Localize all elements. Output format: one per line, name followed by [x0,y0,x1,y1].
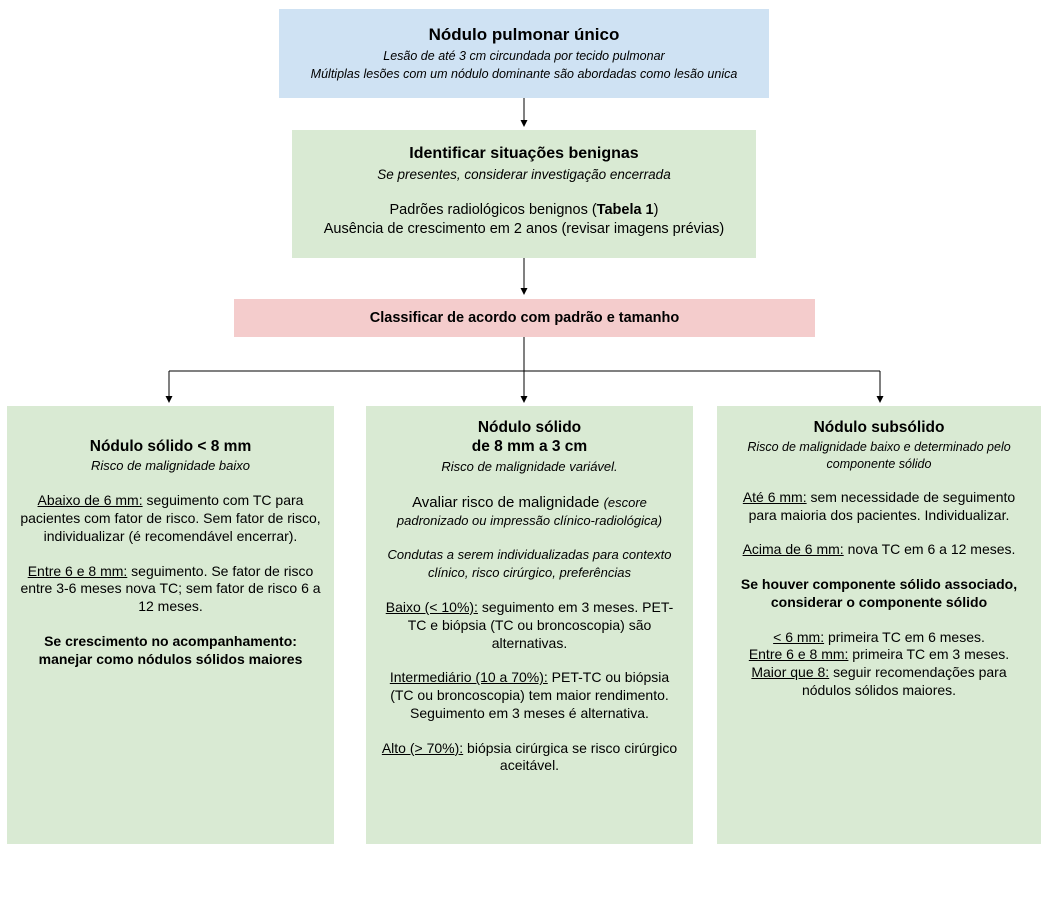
paragraph: Se crescimento no acompanhamento: maneja… [19,633,322,669]
text-segment: Entre 6 e 8 mm: [27,562,128,579]
paragraph: Entre 6 e 8 mm: seguimento. Se fator de … [19,563,322,616]
branch-title: Nódulo sólido [477,419,582,436]
text-segment: Maior que 8: [751,664,830,681]
paragraph: Maior que 8: seguir recomendações para n… [729,664,1029,700]
text-segment: Padrões radiológicos benignos ( [389,202,597,219]
text-segment: seguir recomendações para nódulos sólido… [801,664,1007,698]
paragraph: Padrões radiológicos benignos (Tabela 1) [292,201,756,220]
text-segment: < 6 mm: [773,628,825,645]
text-segment: Até 6 mm: [742,488,807,505]
paragraph: Alto (> 70%): biópsia cirúrgica se risco… [378,740,681,776]
paragraph: Até 6 mm: sem necessidade de seguimento … [729,489,1029,525]
text-segment: Condutas a serem individualizadas para c… [387,547,672,581]
node-subtitle-line1: Lesão de até 3 cm circundada por tecido … [383,49,665,64]
text-segment: seguimento com TC para pacientes com fat… [20,492,321,544]
text-segment: Alto (> 70%): [381,739,464,756]
text-segment: primeira TC em 3 meses. [848,646,1010,663]
text-segment: PET-TC ou biópsia (TC ou broncoscopia) t… [390,669,670,721]
branch-body: Até 6 mm: sem necessidade de seguimento … [729,489,1029,700]
text-segment: Se crescimento no acompanhamento: maneja… [38,632,303,667]
paragraph: Acima de 6 mm: nova TC em 6 a 12 meses. [729,541,1029,559]
node-classify-by-pattern-size: Classificar de acordo com padrão e taman… [234,299,815,337]
paragraph: Se houver componente sólido associado, c… [729,576,1029,612]
text-segment: Intermediário (10 a 70%): [389,669,548,686]
branch-subtitle: Risco de malignidade baixo e determinado… [747,440,1011,471]
text-segment: Se houver componente sólido associado, c… [740,576,1018,610]
text-segment: ) [653,202,659,219]
branch-title: Nódulo subsólido [813,419,945,436]
paragraph: Intermediário (10 a 70%): PET-TC ou bióp… [378,669,681,722]
text-segment: nova TC em 6 a 12 meses. [843,541,1016,558]
branch-solid-nodule-8mm-3cm: Nódulo sólido de 8 mm a 3 cm Risco de ma… [366,406,693,844]
paragraph: Avaliar risco de malignidade (escore pad… [378,493,681,530]
text-segment: Baixo (< 10%): [385,598,478,615]
paragraph: Baixo (< 10%): seguimento em 3 meses. PE… [378,599,681,652]
paragraph: Condutas a serem individualizadas para c… [378,546,681,582]
text-segment: Avaliar risco de malignidade [412,493,604,511]
text-segment: (escore padronizado ou impressão clínico… [396,494,663,528]
text-segment: Acima de 6 mm: [742,541,844,558]
text-segment: biópsia cirúrgica se risco cirúrgico ace… [463,739,678,774]
node-title: Nódulo pulmonar único [428,24,620,44]
text-segment: Abaixo de 6 mm: [37,492,143,509]
paragraph: Ausência de crescimento em 2 anos (revis… [292,220,756,239]
node-subtitle: Se presentes, considerar investigação en… [377,167,671,182]
branch-title-line2: de 8 mm a 3 cm [471,438,588,456]
branch-subtitle: Risco de malignidade baixo [91,458,250,474]
branch-subsolid-nodule: Nódulo subsólido Risco de malignidade ba… [717,406,1041,844]
node-title: Classificar de acordo com padrão e taman… [369,310,680,326]
node-identify-benign-situations: Identificar situações benignas Se presen… [292,130,756,258]
text-segment: sem necessidade de seguimento para maior… [748,488,1016,523]
branch-title: Nódulo sólido < 8 mm [89,438,252,455]
node-title: Identificar situações benignas [409,145,639,162]
branch-body: Avaliar risco de malignidade (escore pad… [378,493,681,775]
branch-subtitle: Risco de malignidade variável. [441,458,618,474]
paragraph: Abaixo de 6 mm: seguimento com TC para p… [19,492,322,545]
text-segment: Entre 6 e 8 mm: [748,646,849,663]
paragraph: < 6 mm: primeira TC em 6 meses. [729,629,1029,647]
text-segment: primeira TC em 6 meses. [824,628,985,645]
branch-solid-nodule-lt-8mm: Nódulo sólido < 8 mm Risco de malignidad… [7,406,334,844]
paragraph: Entre 6 e 8 mm: primeira TC em 3 meses. [729,646,1029,664]
text-segment: Tabela 1 [596,202,654,219]
branch-body: Abaixo de 6 mm: seguimento com TC para p… [19,492,322,668]
node-body: Padrões radiológicos benignos (Tabela 1)… [292,201,756,239]
text-segment: seguimento em 3 meses. PET-TC e biópsia … [407,598,674,651]
node-subtitle-line2: Múltiplas lesões com um nódulo dominante… [310,66,738,81]
text-segment: seguimento. Se fator de risco entre 3-6 … [20,562,321,615]
text-segment: Ausência de crescimento em 2 anos (revis… [323,221,725,238]
node-single-pulmonary-nodule: Nódulo pulmonar único Lesão de até 3 cm … [279,9,769,98]
